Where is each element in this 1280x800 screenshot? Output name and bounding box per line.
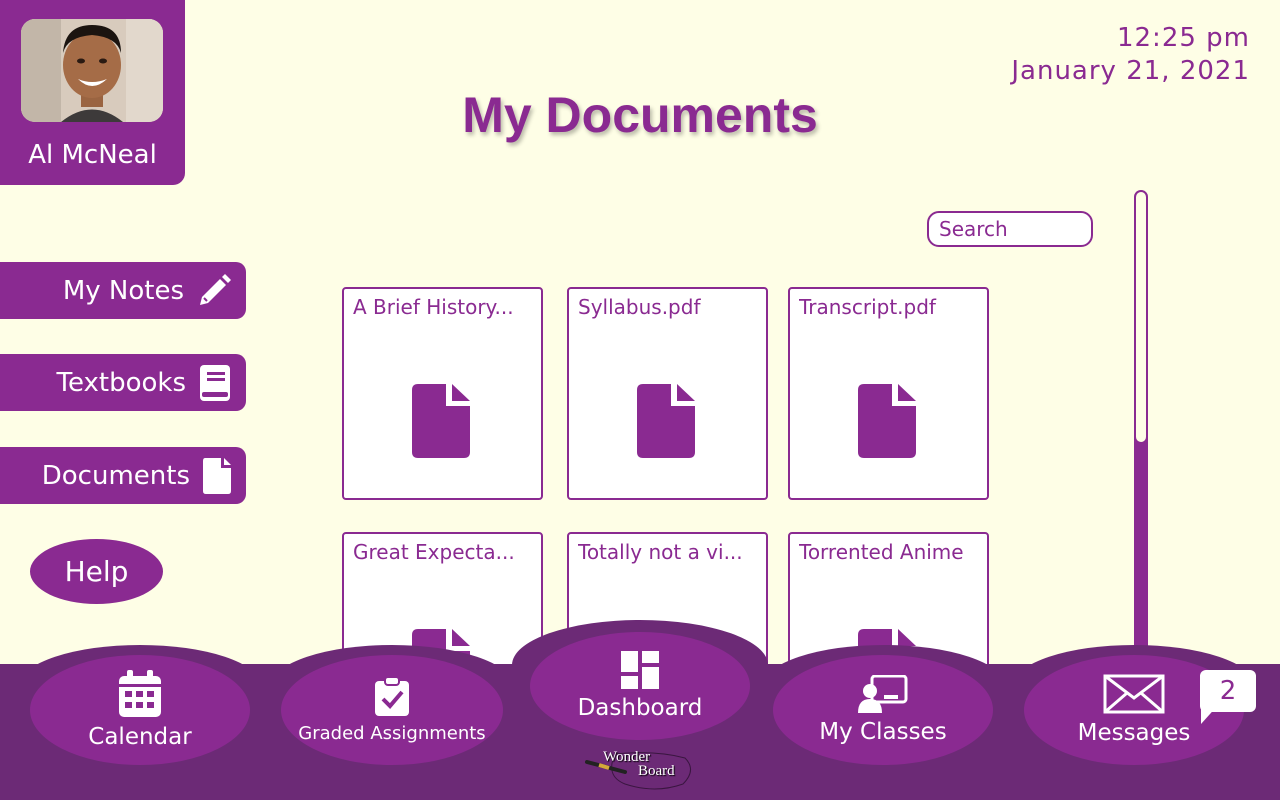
nav-label: Calendar <box>88 724 192 750</box>
clock-date: January 21, 2021 <box>1011 56 1250 86</box>
page-title: My Documents <box>462 87 818 143</box>
logo-line2: Board <box>638 763 675 779</box>
sidebar-item-label: My Notes <box>62 275 184 306</box>
messages-badge: 2 <box>1200 670 1256 712</box>
sidebar-item-documents[interactable]: Documents <box>0 447 246 504</box>
nav-label: My Classes <box>819 719 947 745</box>
document-icon <box>203 457 231 494</box>
profile-name: Al McNeal <box>28 140 157 170</box>
document-card[interactable]: A Brief History... <box>342 287 543 500</box>
sidebar-item-textbooks[interactable]: Textbooks <box>0 354 246 411</box>
nav-dashboard-button[interactable]: Dashboard <box>530 632 750 740</box>
nav-label: Messages <box>1077 720 1191 746</box>
document-name: Transcript.pdf <box>799 295 936 319</box>
nav-calendar-button[interactable]: Calendar <box>30 655 250 765</box>
file-icon <box>858 384 916 458</box>
document-card[interactable]: Transcript.pdf <box>788 287 989 500</box>
nav-graded-assignments-button[interactable]: Graded Assignments <box>281 655 503 765</box>
sidebar-item-my-notes[interactable]: My Notes <box>0 262 246 319</box>
scrollbar-thumb[interactable] <box>1136 192 1146 442</box>
clock: 12:25 pm January 21, 2021 <box>1011 22 1250 88</box>
clipboard-check-icon <box>375 676 409 716</box>
dashboard-icon <box>621 651 659 689</box>
document-name: A Brief History... <box>353 295 514 319</box>
sidebar-item-label: Textbooks <box>56 367 186 398</box>
logo-line1: Wonder <box>603 749 651 765</box>
sidebar-item-label: Documents <box>41 460 190 491</box>
help-button[interactable]: Help <box>30 539 163 604</box>
wonderboard-logo <box>585 752 691 790</box>
clock-time: 12:25 pm <box>1116 23 1250 53</box>
document-name: Totally not a vi... <box>578 540 743 564</box>
calendar-icon <box>119 670 161 717</box>
nav-my-classes-button[interactable]: My Classes <box>773 655 993 765</box>
book-icon <box>200 364 230 401</box>
envelope-icon <box>1103 674 1165 714</box>
nav-label: Graded Assignments <box>298 722 486 744</box>
document-name: Torrented Anime <box>799 540 964 564</box>
document-name: Syllabus.pdf <box>578 295 701 319</box>
avatar-photo <box>21 19 163 122</box>
presentation-icon <box>858 675 908 713</box>
search-input[interactable] <box>927 211 1093 247</box>
file-icon <box>637 384 695 458</box>
pencil-icon <box>200 273 231 305</box>
file-icon <box>412 384 470 458</box>
avatar <box>21 19 163 122</box>
document-card[interactable]: Syllabus.pdf <box>567 287 768 500</box>
document-name: Great Expecta... <box>353 540 515 564</box>
wonderboard-logo-text: Wonder Board <box>603 749 675 779</box>
profile-card[interactable]: Al McNeal <box>0 0 185 185</box>
nav-label: Dashboard <box>577 695 703 721</box>
